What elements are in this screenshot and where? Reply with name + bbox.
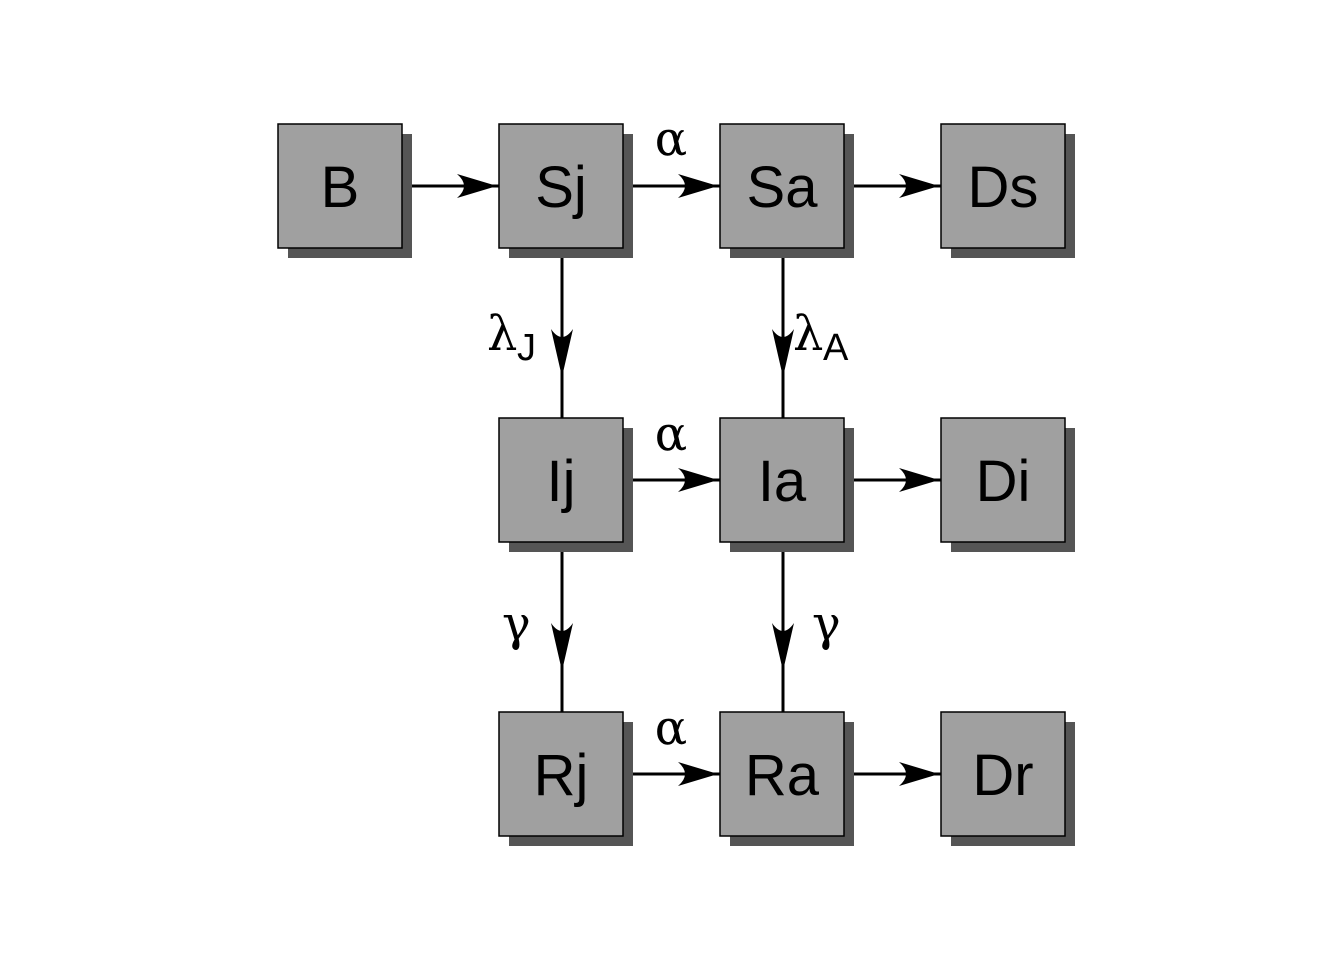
arrowhead-icon [899, 762, 939, 786]
node-label: B [321, 155, 360, 220]
edge-label-sa-to-ia: λ [793, 306, 823, 362]
node-ia: Ia [719, 417, 854, 552]
node-box [498, 417, 624, 543]
edge-label-sj-to-ij: λ [487, 306, 517, 362]
node-label: Ij [547, 449, 576, 514]
node-dr: Dr [940, 711, 1075, 846]
arrowhead-icon [899, 174, 939, 198]
edge-label-ij-to-ia: α [655, 406, 687, 462]
node-b: B [277, 123, 412, 258]
edge-label-subscript: J [517, 327, 536, 369]
node-label: Sa [747, 155, 819, 220]
arrowhead-icon [551, 329, 573, 377]
node-rj: Rj [498, 711, 633, 846]
edge-label-ij-to-rj: γ [502, 596, 531, 652]
edge-ia-to-di [852, 468, 941, 492]
arrowhead-icon [772, 329, 794, 377]
node-label: Ia [758, 449, 807, 514]
arrowhead-icon [678, 174, 718, 198]
edge-ij-to-rj [551, 550, 573, 712]
edge-sa-to-ds [852, 174, 941, 198]
edge-label-subscript: A [823, 327, 849, 369]
node-label: Di [976, 449, 1031, 514]
node-ra: Ra [719, 711, 854, 846]
edge-b-to-sj [410, 174, 499, 198]
node-box [498, 711, 624, 837]
node-box [719, 417, 845, 543]
node-ds: Ds [940, 123, 1075, 258]
edge-rj-to-ra [631, 762, 720, 786]
edge-label-rj-to-ra: α [655, 700, 687, 756]
arrowhead-icon [899, 468, 939, 492]
edge-sa-to-ia [772, 256, 794, 418]
node-label: Rj [534, 743, 589, 808]
node-label: Dr [972, 743, 1033, 808]
node-box [940, 711, 1066, 837]
node-box [277, 123, 403, 249]
edges-layer [410, 174, 941, 786]
node-sa: Sa [719, 123, 854, 258]
node-box [719, 123, 845, 249]
arrowhead-icon [772, 623, 794, 671]
node-label: Ds [968, 155, 1039, 220]
node-di: Di [940, 417, 1075, 552]
edge-ra-to-dr [852, 762, 941, 786]
node-ij: Ij [498, 417, 633, 552]
node-label: Sj [535, 155, 587, 220]
arrowhead-icon [678, 468, 718, 492]
arrowhead-icon [678, 762, 718, 786]
edge-sj-to-ij [551, 256, 573, 418]
node-box [940, 417, 1066, 543]
node-box [719, 711, 845, 837]
edge-ij-to-ia [631, 468, 720, 492]
node-box [940, 123, 1066, 249]
arrowhead-icon [457, 174, 497, 198]
edge-sj-to-sa [631, 174, 720, 198]
arrowhead-icon [551, 623, 573, 671]
edge-label-sj-to-sa: α [655, 111, 687, 167]
node-sj: Sj [498, 123, 633, 258]
edge-ia-to-ra [772, 550, 794, 712]
node-box [498, 123, 624, 249]
node-label: Ra [745, 743, 820, 808]
edge-label-ia-to-ra: γ [812, 596, 841, 652]
